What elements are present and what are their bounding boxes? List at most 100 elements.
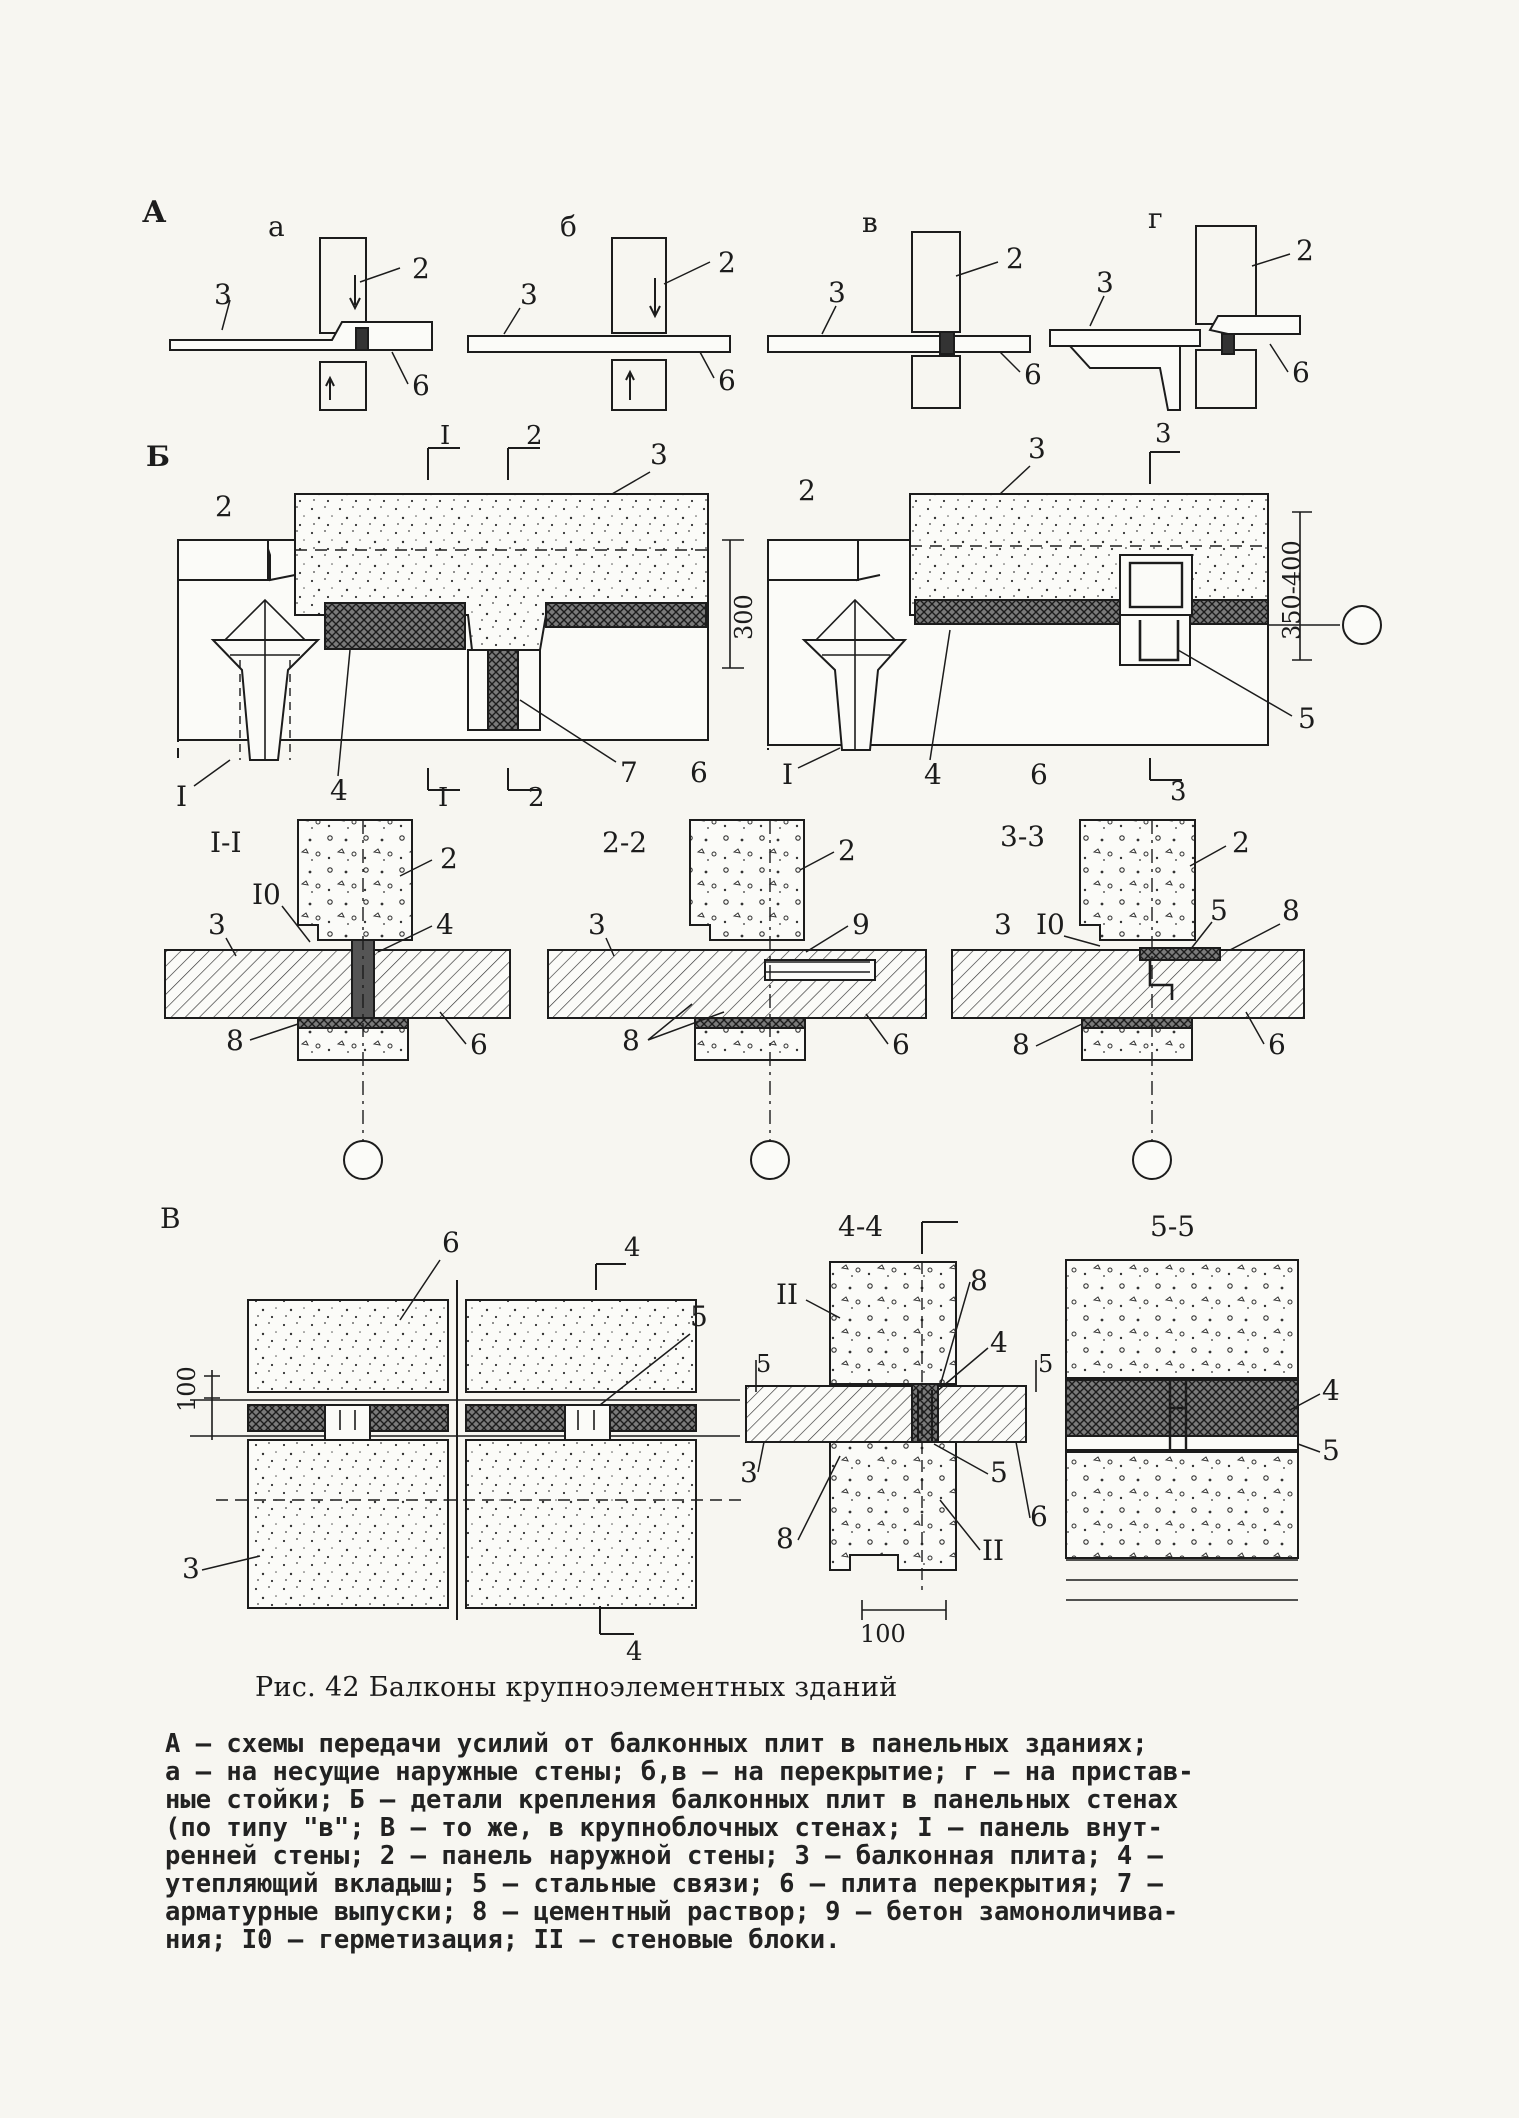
scheme-v-num-3: 3 bbox=[828, 276, 846, 309]
scheme-b-num-3: 3 bbox=[520, 278, 538, 311]
section-b-label: Б bbox=[146, 440, 170, 473]
plan-right-num-5: 5 bbox=[1298, 702, 1316, 735]
section-a-label: А bbox=[142, 195, 167, 230]
cut-4-4: 4-4 5 5 100 II 8 4 3 5 6 8 II bbox=[740, 1210, 1053, 1648]
cut-1-1: I-I 2 I0 4 3 8 6 bbox=[164, 819, 511, 1180]
cut-I-top: I bbox=[440, 421, 450, 451]
cut-3-3-num-8-top: 8 bbox=[1282, 894, 1300, 927]
scheme-v-label: в bbox=[862, 206, 878, 239]
scheme-v-num-2: 2 bbox=[1006, 242, 1024, 275]
plan-right-num-4: 4 bbox=[924, 758, 942, 791]
cut-2-top: 2 bbox=[526, 421, 543, 451]
cut-5-5-title: 5-5 bbox=[1150, 1210, 1195, 1243]
cut-5-5-num-4: 4 bbox=[1322, 1374, 1340, 1407]
cut-4-4-num-8-bottom: 8 bbox=[776, 1522, 794, 1555]
plan-left-num-7: 7 bbox=[620, 756, 638, 789]
cut-I-bottom: I bbox=[438, 783, 448, 813]
cut-3-3-num-3: 3 bbox=[994, 908, 1012, 941]
cut-3-3-num-2: 2 bbox=[1232, 826, 1250, 859]
cut-1-1-num-4: 4 bbox=[436, 908, 454, 941]
cut-4-4-num-8-top: 8 bbox=[970, 1264, 988, 1297]
cut-3-3-title: 3-3 bbox=[1000, 820, 1045, 853]
scheme-g-label: г bbox=[1148, 202, 1163, 235]
cut-4-4-title: 4-4 bbox=[838, 1210, 883, 1243]
section-b-plans: Б 2 3 4 7 6 I I 2 bbox=[146, 419, 1382, 813]
cut-4-4-num-3: 3 bbox=[740, 1456, 758, 1489]
cut-3-3-num-10: I0 bbox=[1036, 908, 1065, 941]
scheme-b-num-6: 6 bbox=[718, 364, 736, 397]
plan-left-num-6: 6 bbox=[690, 756, 708, 789]
cut-1-1-title: I-I bbox=[210, 826, 242, 859]
plan-left-num-3: 3 bbox=[650, 438, 668, 471]
cut-2-2-num-3: 3 bbox=[588, 908, 606, 941]
cut-4-4-num-11-top: II bbox=[776, 1278, 798, 1311]
cut-1-1-num-3: 3 bbox=[208, 908, 226, 941]
scheme-b-num-2: 2 bbox=[718, 246, 736, 279]
cut-2-bottom: 2 bbox=[528, 783, 545, 813]
section-v-label: В bbox=[160, 1202, 181, 1235]
block-num-6: 6 bbox=[442, 1226, 460, 1259]
cut-2-2: 2-2 2 9 3 8 6 bbox=[547, 819, 927, 1180]
cut-4-top: 4 bbox=[624, 1233, 641, 1263]
scheme-g: г 2 3 6 bbox=[1049, 202, 1314, 411]
scheme-v-num-6: 6 bbox=[1024, 358, 1042, 391]
cut-3-3-num-8-bottom: 8 bbox=[1012, 1028, 1030, 1061]
block-num-5: 5 bbox=[690, 1300, 708, 1333]
cut-1-1-num-8: 8 bbox=[226, 1024, 244, 1057]
plan-right: 2 3 4 6 5 I 3 3 350-400 bbox=[767, 419, 1382, 807]
dim-100-left: 100 bbox=[173, 1366, 201, 1412]
scheme-a-label: а bbox=[268, 210, 285, 243]
dim-350-400: 350-400 bbox=[1278, 540, 1306, 640]
scheme-g-num-3: 3 bbox=[1096, 266, 1114, 299]
cut-2-2-num-8: 8 bbox=[622, 1024, 640, 1057]
scheme-a-num-2: 2 bbox=[412, 252, 430, 285]
section-b-cuts: I-I 2 I0 4 3 8 6 2-2 2 bbox=[164, 819, 1305, 1180]
plan-left-num-4: 4 bbox=[330, 774, 348, 807]
figure-caption: Рис. 42 Балконы крупноэлементных зданий bbox=[255, 1672, 898, 1703]
plan-right-num-6: 6 bbox=[1030, 758, 1048, 791]
cut-3-3-num-6: 6 bbox=[1268, 1028, 1286, 1061]
plan-left-num-I: I bbox=[176, 780, 187, 813]
cut-5-left: 5 bbox=[756, 1350, 771, 1378]
scheme-a-num-3: 3 bbox=[214, 278, 232, 311]
cut-2-2-num-2: 2 bbox=[838, 834, 856, 867]
cut-1-1-num-2: 2 bbox=[440, 842, 458, 875]
scheme-a-num-6: 6 bbox=[412, 369, 430, 402]
plan-left: 2 3 4 7 6 I I 2 I 2 300 bbox=[176, 421, 758, 813]
section-v-blocks: В 100 4 4 6 5 3 4-4 bbox=[160, 1202, 1340, 1667]
plan-right-num-3: 3 bbox=[1028, 432, 1046, 465]
cut-5-5: 5-5 4 5 bbox=[1065, 1210, 1340, 1601]
scheme-v: в 2 3 6 bbox=[767, 206, 1042, 409]
scheme-g-num-2: 2 bbox=[1296, 234, 1314, 267]
cut-4-4-num-4: 4 bbox=[990, 1326, 1008, 1359]
cut-3-bottom: 3 bbox=[1170, 777, 1187, 807]
cut-3-top: 3 bbox=[1155, 419, 1172, 449]
scheme-g-num-6: 6 bbox=[1292, 356, 1310, 389]
dim-300: 300 bbox=[730, 594, 758, 640]
cut-2-2-num-6: 6 bbox=[892, 1028, 910, 1061]
cut-1-1-num-10: I0 bbox=[252, 878, 281, 911]
cut-5-5-num-5: 5 bbox=[1322, 1434, 1340, 1467]
cut-4-bottom: 4 bbox=[626, 1637, 643, 1667]
plan-right-num-2: 2 bbox=[798, 474, 816, 507]
cut-2-2-num-9: 9 bbox=[852, 908, 870, 941]
scheme-a: а 2 3 6 bbox=[169, 210, 433, 411]
block-elevation: 100 4 4 6 5 3 bbox=[173, 1226, 744, 1667]
cut-4-4-num-6: 6 bbox=[1030, 1500, 1048, 1533]
plan-left-num-2: 2 bbox=[215, 490, 233, 523]
cut-4-4-num-11-bottom: II bbox=[982, 1534, 1004, 1567]
scheme-b-label: б bbox=[560, 210, 577, 243]
cut-5-right: 5 bbox=[1038, 1350, 1053, 1378]
plan-right-num-I: I bbox=[782, 758, 793, 791]
block-num-3: 3 bbox=[182, 1552, 200, 1585]
cut-2-2-title: 2-2 bbox=[602, 826, 647, 859]
section-a-schemes: А а 2 3 6 б 2 3 6 в bbox=[142, 195, 1314, 411]
cut-4-4-num-5: 5 bbox=[990, 1456, 1008, 1489]
cut-3-3: 3-3 2 I0 5 8 3 8 6 bbox=[951, 819, 1305, 1180]
dim-100-bottom: 100 bbox=[860, 1620, 906, 1648]
cut-3-3-num-5: 5 bbox=[1210, 894, 1228, 927]
cut-1-1-num-6: 6 bbox=[470, 1028, 488, 1061]
figure-legend: А – схемы передачи усилий от балконных п… bbox=[165, 1729, 1194, 1955]
scheme-b: б 2 3 6 bbox=[467, 210, 736, 411]
